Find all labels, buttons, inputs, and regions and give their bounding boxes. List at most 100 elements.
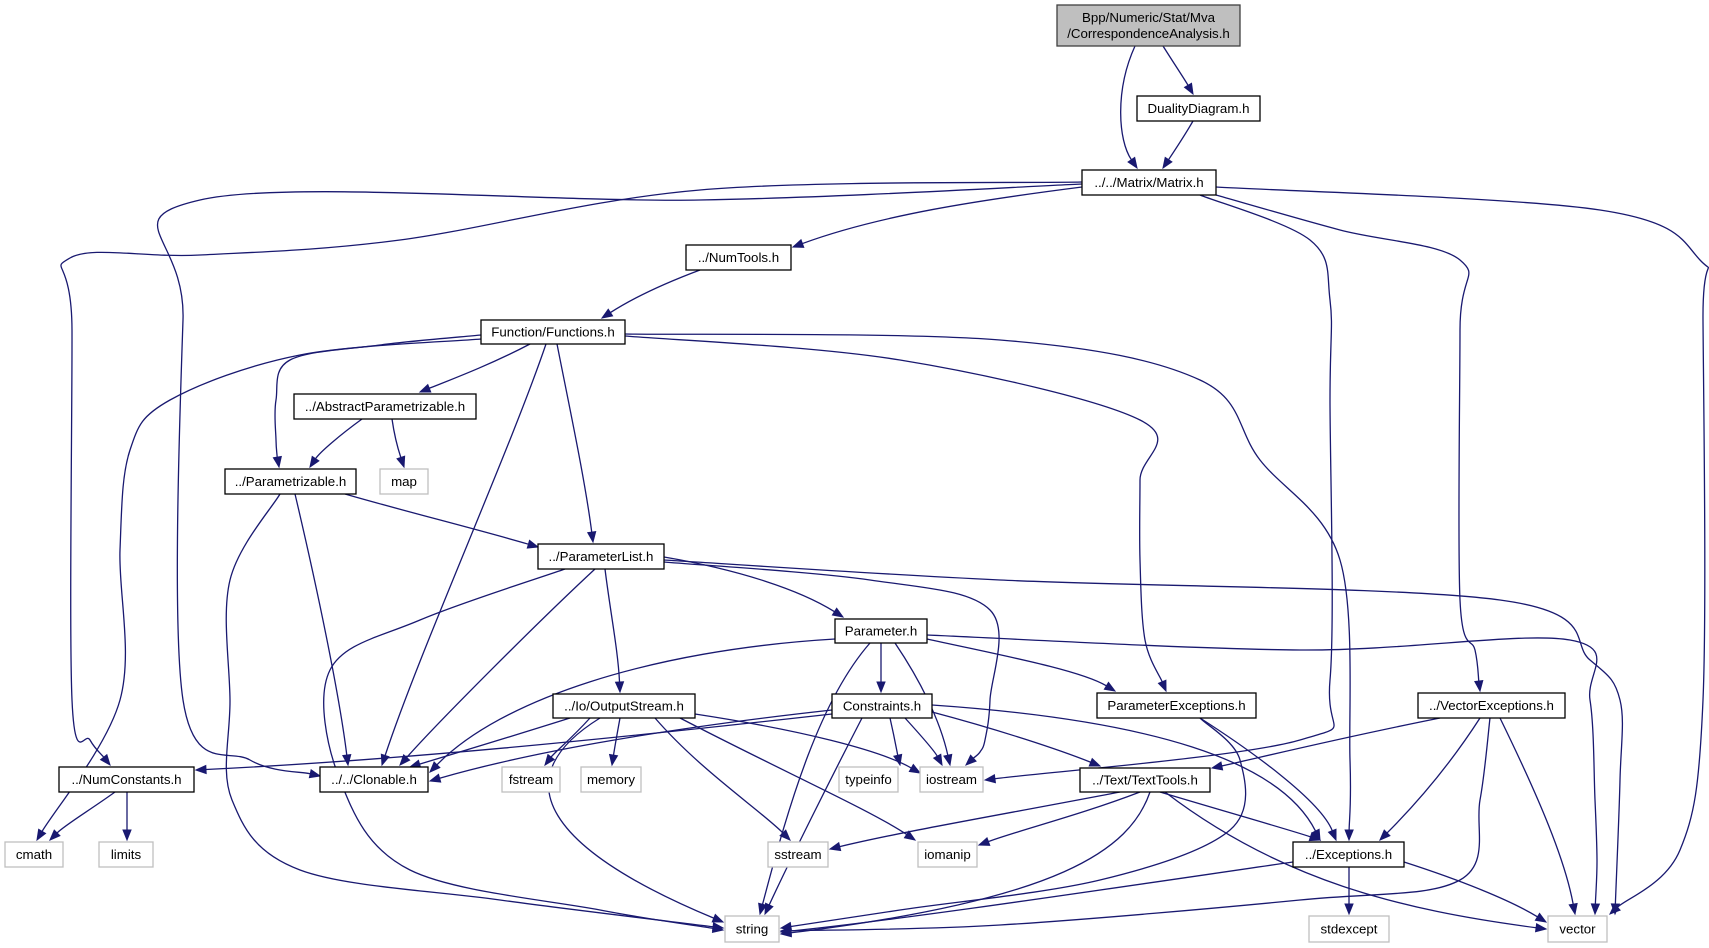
edge-line [604,568,621,683]
arrowhead-icon [49,829,61,841]
edge-parametrizable-to-clonable [294,493,352,767]
edge-line [931,704,1317,832]
edge-parameter-to-clonable [429,638,836,773]
node-numtools[interactable]: ../NumTools.h [685,244,792,271]
arrowhead-icon [893,753,903,767]
node-exceptions[interactable]: ../Exceptions.h [1292,841,1405,868]
edge-abstractparam-to-parametrizable [309,418,363,469]
node-box [552,693,696,719]
edge-matrix-to-numtools [791,186,1083,248]
edge-line [654,717,784,834]
arrowhead-icon [526,539,540,549]
node-numconstants[interactable]: ../NumConstants.h [58,766,195,793]
edge-line [156,183,1083,775]
arrowhead-icon [1162,156,1173,170]
node-map: map [379,468,429,495]
edge-line [610,269,701,314]
node-box [501,766,561,793]
edge-parameterlist-to-iostream [663,561,1000,766]
arrowhead-icon [965,754,977,766]
node-matrix[interactable]: ../../Matrix/Matrix.h [1081,169,1217,196]
node-label: ../NumConstants.h [71,772,181,787]
node-label: string [736,922,769,937]
node-clonable[interactable]: ../../Clonable.h [319,766,429,793]
node-label: sstream [774,847,821,862]
arrowhead-icon [309,455,320,469]
arrowhead-icon [428,773,442,783]
node-label: stdexcept [1321,922,1378,937]
node-duality[interactable]: DualityDiagram.h [1136,95,1261,122]
edge-line [1403,861,1538,918]
node-label: ../Text/TextTools.h [1092,773,1198,788]
arrowhead-icon [791,238,805,248]
node-limits: limits [98,841,154,868]
edge-constraints-to-iostream [904,717,943,767]
node-parameter[interactable]: Parameter.h [834,618,928,644]
edge-line [429,343,531,389]
edge-abstractparam-to-map [391,418,406,469]
edge-line [624,333,1352,831]
edge-functions-to-parametrizable [272,334,482,469]
arrowhead-icon [608,753,619,767]
node-label: Constraints.h [843,699,921,714]
node-parameterlist[interactable]: ../ParameterList.h [537,543,665,570]
arrowhead-icon [1210,761,1224,771]
node-box [224,468,357,495]
node-box [724,915,780,943]
edge-line [294,493,348,756]
node-box [580,766,642,793]
edge-line [1168,120,1194,161]
edge-duality-to-matrix [1162,120,1194,170]
node-root[interactable]: Bpp/Numeric/Stat/Mva/CorrespondenceAnaly… [1056,4,1241,47]
node-box [1417,692,1566,719]
node-fstream: fstream [501,766,561,793]
arrowhead-icon [1344,829,1354,842]
edge-parameterlist-to-clonable [399,568,596,767]
node-label: memory [587,772,635,787]
edge-line [41,338,482,832]
edge-line [994,194,1335,780]
edge-functions-to-paramexceptions [624,335,1167,693]
node-paramexceptions[interactable]: ParameterExceptions.h [1096,692,1257,719]
arrowhead-icon [1344,903,1354,916]
edge-matrix-to-clonable [156,183,1083,779]
node-sstream: sstream [767,841,829,868]
edge-line [419,717,571,765]
arrowhead-icon [396,455,406,469]
node-label: vector [1559,922,1596,937]
arrowhead-icon [194,764,207,775]
edge-root-to-matrix [1120,45,1138,170]
node-box [834,618,928,644]
arrowhead-icon [1610,903,1621,916]
edge-line [790,861,1294,932]
node-label: limits [111,847,142,862]
node-vectorexceptions[interactable]: ../VectorExceptions.h [1417,692,1566,719]
arrowhead-icon [876,681,886,694]
edge-constraints-to-texttools [931,711,1102,767]
edge-line [926,638,1107,687]
arrowhead-icon [758,902,768,916]
arrowhead-icon [779,926,792,936]
arrowhead-icon [711,923,725,933]
arrowhead-icon [983,773,997,784]
node-functions[interactable]: Function/Functions.h [480,319,626,345]
node-parametrizable[interactable]: ../Parametrizable.h [224,468,357,495]
edge-root-to-duality [1162,45,1194,96]
node-label: ../../Clonable.h [331,772,417,787]
node-outputstream[interactable]: ../Io/OutputStream.h [552,693,696,719]
node-constraints[interactable]: Constraints.h [831,693,933,719]
arrowhead-icon [1568,902,1578,916]
node-label: iostream [926,772,977,787]
edge-line [790,717,1247,928]
node-texttools[interactable]: ../Text/TextTools.h [1079,767,1211,793]
edge-line [1221,717,1441,767]
arrowhead-icon [932,753,943,767]
arrowhead-icon [272,455,282,469]
node-box [98,841,154,868]
arrowhead-icon [1183,82,1194,96]
node-box [767,841,829,868]
node-abstractparam[interactable]: ../AbstractParametrizable.h [293,393,477,420]
edge-line [323,568,714,930]
edge-matrix-to-vector [1215,186,1709,915]
arrowhead-icon [1327,828,1337,842]
